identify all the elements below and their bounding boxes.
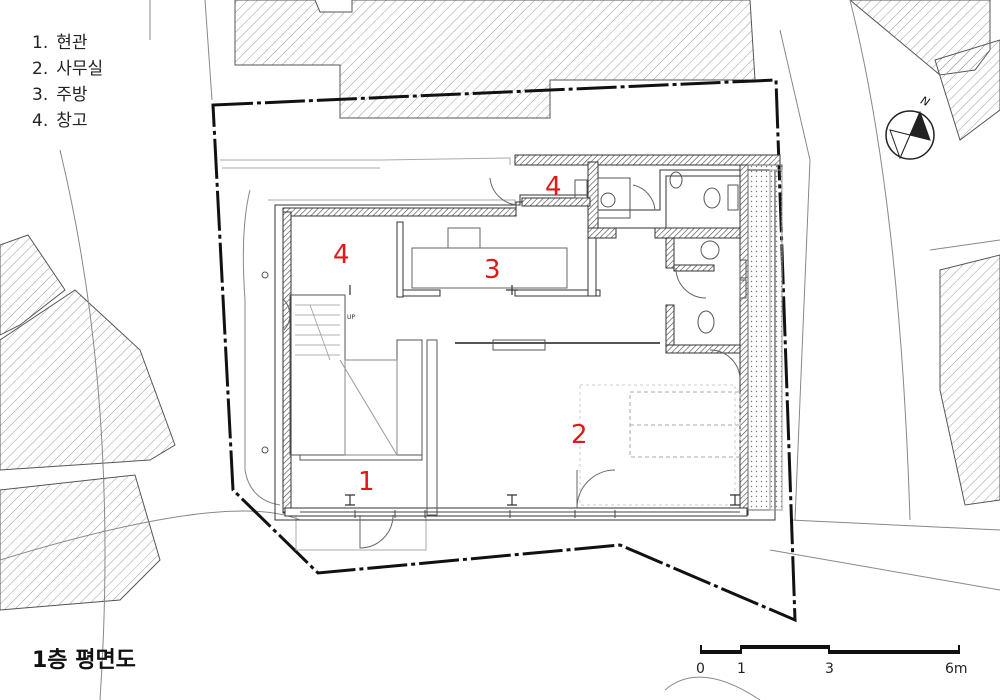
room-label-office: 2 [571,420,588,450]
scale-tick-label: 0 [696,661,705,677]
legend-number: 3. [32,85,49,105]
legend-item: 4. 창고 [32,108,103,134]
north-arrow-icon [885,110,935,160]
scale-bar [700,645,960,654]
neighbor-buildings [0,0,1000,611]
legend-item: 2. 사무실 [32,56,103,82]
gravel-strip [747,164,783,511]
site-boundary [211,78,797,623]
legend-name: 사무실 [56,59,104,79]
room-label-entrance: 1 [358,467,375,497]
legend-item: 3. 주방 [32,82,103,108]
scale-tick-label: 1 [737,661,746,677]
room-legend: 1. 현관 2. 사무실 3. 주방 4. 창고 [32,30,103,134]
room-label-storage-upper: 4 [545,172,562,202]
scale-tick-label: 3 [825,661,834,677]
building-walls [274,154,781,521]
sanitary-fixtures [574,171,747,334]
room-label-storage-left: 4 [333,240,350,270]
drawing-title: 1층 평면도 [32,648,136,673]
stair-up-mark: UP [347,314,356,321]
door-swings [283,177,741,549]
legend-name: 현관 [56,33,88,53]
legend-name: 주방 [56,85,88,105]
legend-number: 1. [32,33,49,53]
legend-number: 4. [32,111,49,131]
column-markers [345,285,740,506]
legend-name: 창고 [56,111,88,131]
room-label-kitchen: 3 [484,255,501,285]
legend-item: 1. 현관 [32,30,103,56]
scale-tick-label: 6m [945,661,968,677]
legend-number: 2. [32,59,49,79]
